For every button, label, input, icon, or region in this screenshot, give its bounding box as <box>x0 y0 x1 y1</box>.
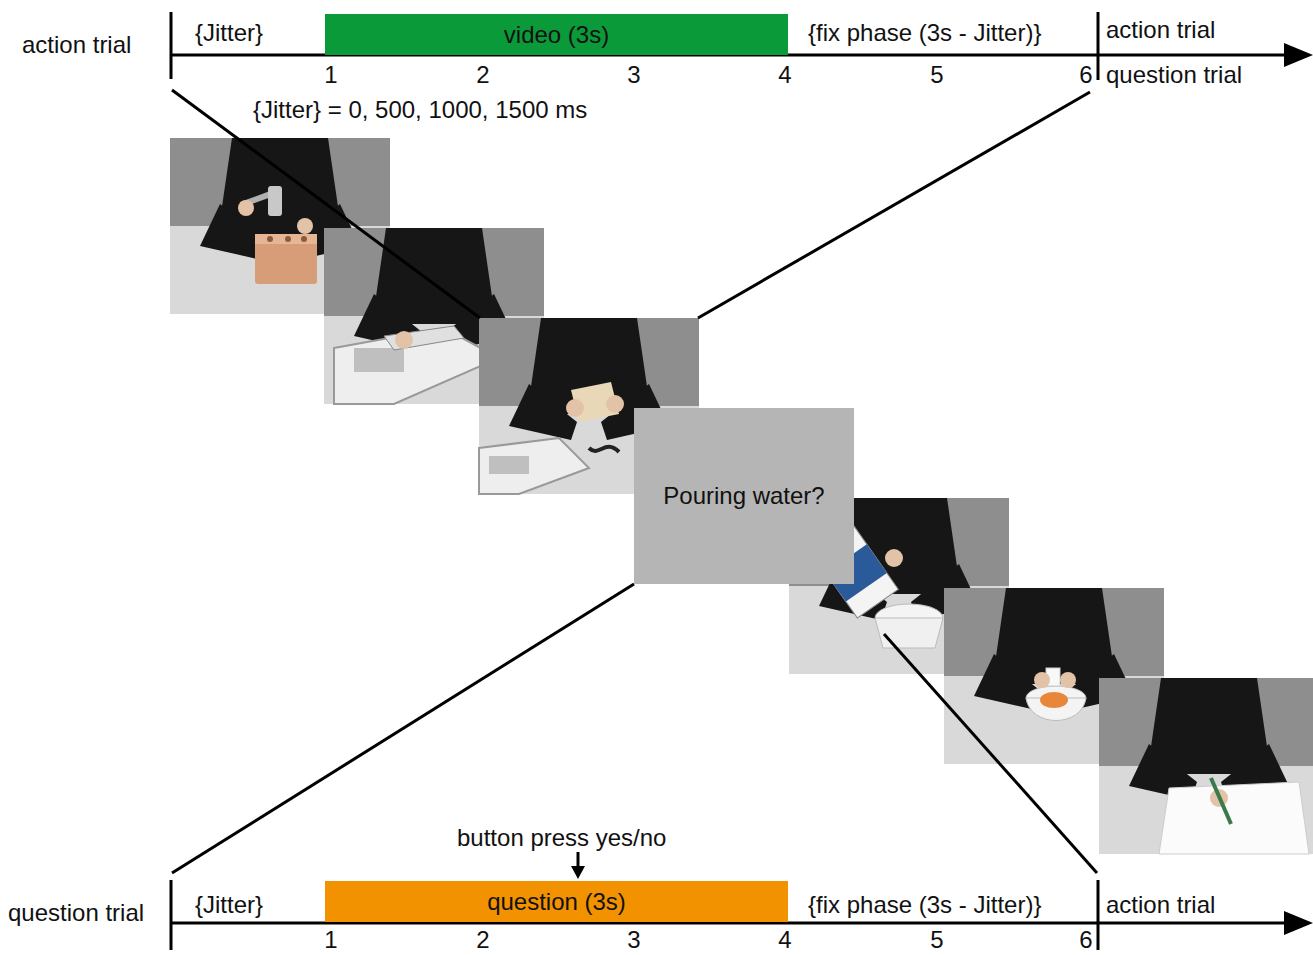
tick-number: 2 <box>476 926 489 954</box>
box-text: video (3s) <box>504 21 609 49</box>
tick-number: 3 <box>627 61 640 89</box>
axis-title: action trial <box>22 31 131 59</box>
tick-number: 3 <box>627 926 640 954</box>
phase-label: {Jitter} <box>195 891 263 919</box>
axis-title: question trial <box>8 899 144 927</box>
time-axis <box>170 880 1313 950</box>
button-arrow <box>571 852 585 879</box>
phase-label: {Jitter} <box>195 19 263 47</box>
phase-label: {fix phase (3s - Jitter)} <box>808 19 1041 47</box>
tick-number: 6 <box>1079 926 1092 954</box>
tick-number: 6 <box>1079 61 1092 89</box>
tick-number: 2 <box>476 61 489 89</box>
tick-number: 5 <box>930 61 943 89</box>
tick-number: 4 <box>778 926 791 954</box>
next-trial-label: action trial <box>1106 891 1215 919</box>
tick-number: 1 <box>324 926 337 954</box>
tick-number: 4 <box>778 61 791 89</box>
zoom-lines <box>172 90 1097 873</box>
photo-writing <box>1099 678 1313 854</box>
tick-number: 5 <box>930 926 943 954</box>
response-note: button press yes/no <box>457 824 666 852</box>
next-trial-label: action trial <box>1106 16 1215 44</box>
phase-bar: video (3s) <box>325 14 788 55</box>
phase-bar: question (3s) <box>325 881 788 922</box>
question-screen: Pouring water? <box>634 408 854 584</box>
box-text: question (3s) <box>487 888 626 916</box>
box-text: Pouring water? <box>663 482 824 510</box>
phase-label: {fix phase (3s - Jitter)} <box>808 891 1041 919</box>
next-trial-label: question trial <box>1106 61 1242 89</box>
tick-number: 1 <box>324 61 337 89</box>
jitter-note: {Jitter} = 0, 500, 1000, 1500 ms <box>253 96 587 124</box>
